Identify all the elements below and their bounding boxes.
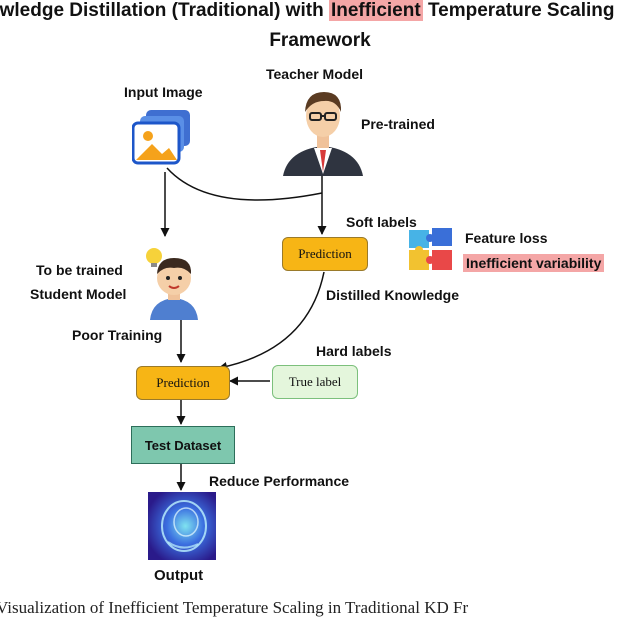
image-icon <box>132 110 190 165</box>
inefficient-variability-label: Inefficient variability <box>463 254 605 272</box>
feature-loss-label: Feature loss <box>465 230 548 246</box>
distilled-knowledge-label: Distilled Knowledge <box>326 287 460 303</box>
student-model-label: Student Model <box>30 286 127 302</box>
output-scan-image <box>148 492 216 560</box>
poor-training-label: Poor Training <box>72 327 163 343</box>
teacher-prediction-box: Prediction <box>282 237 368 271</box>
figure-caption: Visualization of Inefficient Temperature… <box>0 598 469 617</box>
diagram-title-line1: owledge Distillation (Traditional) with … <box>0 0 615 21</box>
puzzle-icon <box>409 228 452 270</box>
arrow-distilled-knowledge <box>218 271 325 371</box>
student-prediction-box: Prediction <box>136 366 230 400</box>
reduce-performance-label: Reduce Performance <box>209 473 350 489</box>
test-dataset-box: Test Dataset <box>131 426 235 464</box>
diagram-title-line2: Framework <box>269 30 371 51</box>
to-be-trained-label: To be trained <box>36 262 123 278</box>
true-label-box: True label <box>272 365 358 399</box>
arrow-input-to-teacher <box>166 167 323 201</box>
teacher-model-label: Teacher Model <box>266 66 363 82</box>
student-icon <box>146 248 198 320</box>
title-highlight: Inefficient <box>328 0 423 21</box>
pre-trained-label: Pre-trained <box>361 116 435 132</box>
soft-labels-label: Soft labels <box>346 214 417 230</box>
output-label: Output <box>154 567 204 584</box>
input-image-label: Input Image <box>124 84 203 100</box>
hard-labels-label: Hard labels <box>316 343 392 359</box>
teacher-icon <box>283 92 363 176</box>
